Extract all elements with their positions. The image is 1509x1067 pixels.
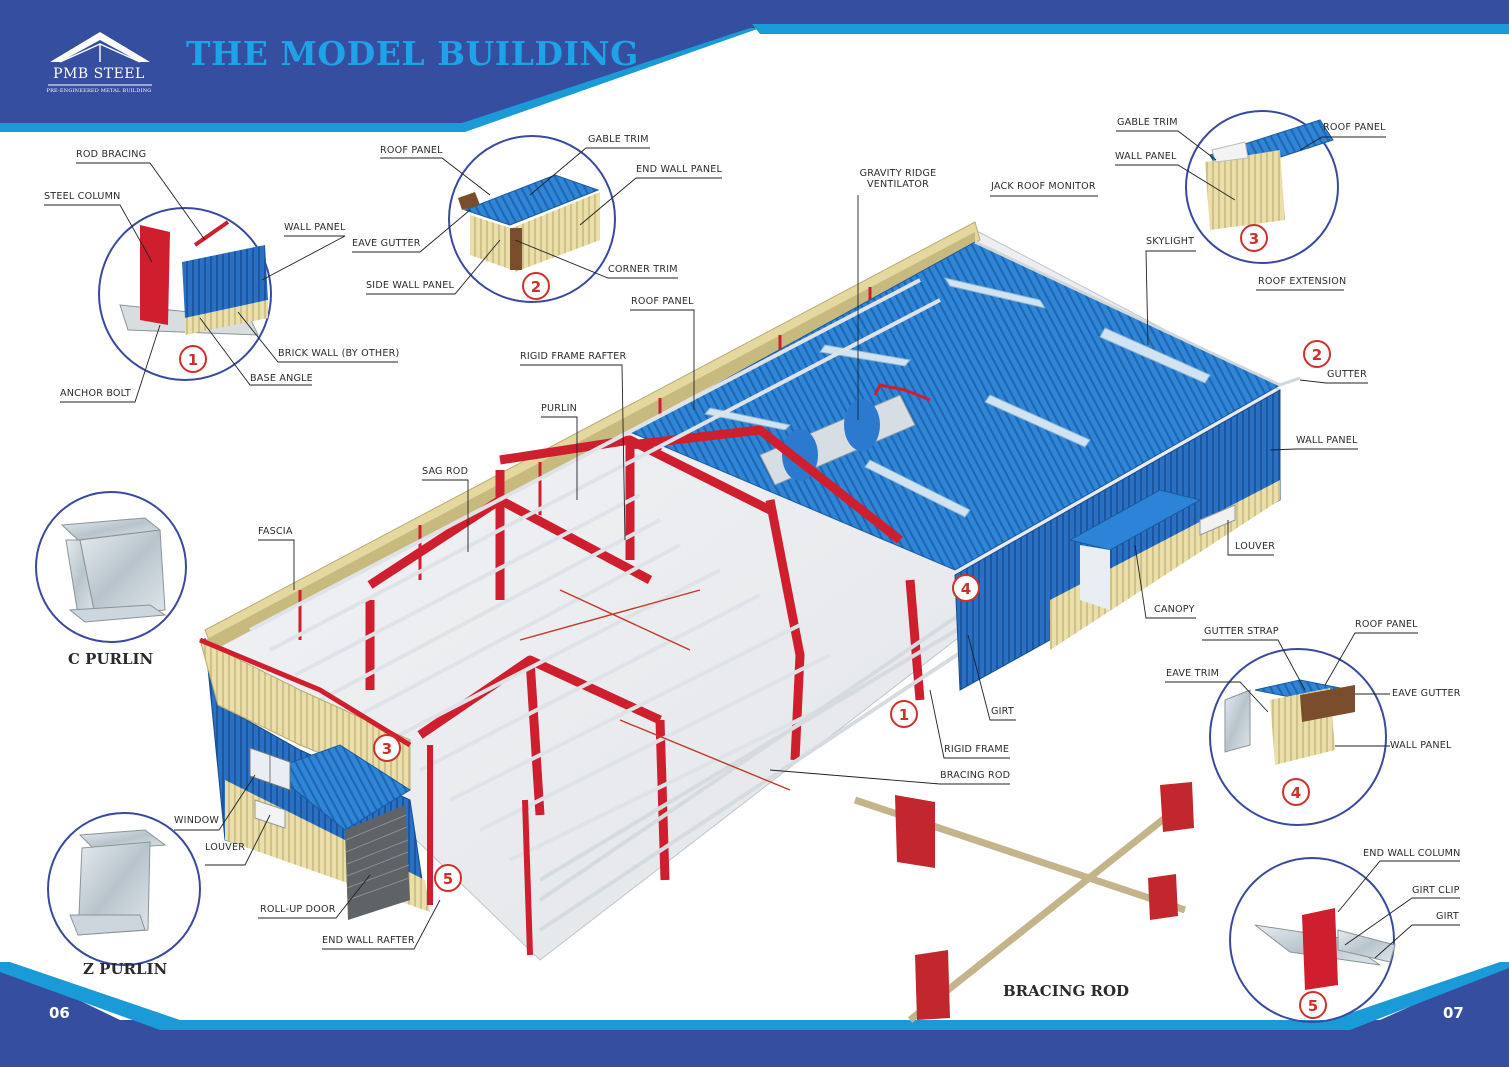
header-banner <box>0 0 1509 132</box>
label-end-wall-rafter: END WALL RAFTER <box>322 935 415 946</box>
label-brick-wall: BRICK WALL (BY OTHER) <box>278 348 400 359</box>
label-wall-panel-4: WALL PANEL <box>1390 740 1452 751</box>
marker-digits: 1 2 3 4 5 2 3 4 1 5 <box>188 230 1322 1015</box>
detail-1-icon <box>119 220 268 336</box>
roll-up-door-icon <box>345 805 410 920</box>
detail-circles <box>35 110 1395 1023</box>
label-purlin: PURLIN <box>541 403 578 414</box>
label-end-wall-column: END WALL COLUMN <box>1363 848 1461 859</box>
label-canopy: CANOPY <box>1154 604 1195 615</box>
marker-5b: 5 <box>443 870 453 888</box>
label-eave-gutter-4: EAVE GUTTER <box>1392 688 1461 699</box>
brand-name: PMB STEEL <box>53 66 145 82</box>
marker-4a: 4 <box>1291 784 1301 802</box>
label-roof-extension: ROOF EXTENSION <box>1258 276 1347 287</box>
label-roll-up-door: ROLL-UP DOOR <box>260 904 336 915</box>
marker-3a: 3 <box>1249 230 1259 248</box>
label-gutter-strap: GUTTER STRAP <box>1204 626 1279 637</box>
z-purlin-icon <box>69 829 167 936</box>
label-anchor-bolt: ANCHOR BOLT <box>60 388 131 399</box>
page-title: THE MODEL BUILDING <box>186 34 639 73</box>
bracing-rod-icon <box>853 782 1194 1023</box>
marker-3b: 3 <box>382 740 392 758</box>
label-corner-trim: CORNER TRIM <box>608 264 678 275</box>
footer-band <box>0 962 1509 1067</box>
label-side-wall-panel: SIDE WALL PANEL <box>366 280 454 291</box>
label-end-wall-panel: END WALL PANEL <box>636 164 723 175</box>
number-markers <box>179 224 1331 1019</box>
detail-3-icon <box>1205 119 1334 230</box>
label-girt-clip: GIRT CLIP <box>1412 885 1460 896</box>
label-rigid-frame: RIGID FRAME <box>944 744 1010 755</box>
leader-lines <box>44 130 1460 959</box>
label-fascia: FASCIA <box>258 526 293 537</box>
marker-1b: 1 <box>899 706 909 724</box>
label-girt: GIRT <box>991 706 1014 717</box>
label-roof-panel-2: ROOF PANEL <box>380 145 443 156</box>
louver-right-icon <box>1199 504 1236 536</box>
main-building <box>199 221 1301 961</box>
louver-left-icon <box>254 799 286 829</box>
detail-5-icon <box>1254 908 1396 990</box>
page-number-right: 07 <box>1443 1004 1464 1022</box>
detail-2-icon <box>458 174 600 272</box>
label-wall-panel-right: WALL PANEL <box>1296 435 1358 446</box>
detail-4-icon <box>1224 679 1355 765</box>
label-gable-trim-3: GABLE TRIM <box>1117 117 1178 128</box>
label-sag-rod: SAG ROD <box>422 466 469 477</box>
label-gravity-ridge-ventilator: GRAVITY RIDGE VENTILATOR <box>859 168 937 190</box>
label-window: WINDOW <box>174 815 220 826</box>
label-louver-right: LOUVER <box>1235 541 1276 552</box>
label-eave-trim: EAVE TRIM <box>1166 668 1220 679</box>
label-eave-gutter-2: EAVE GUTTER <box>352 238 421 249</box>
marker-2b: 2 <box>1312 346 1322 364</box>
caption-bracing-rod: BRACING ROD <box>1003 982 1130 1000</box>
window-icon <box>249 747 291 791</box>
label-wall-panel-1: WALL PANEL <box>284 222 346 233</box>
c-purlin-icon <box>60 517 167 623</box>
label-skylight: SKYLIGHT <box>1146 236 1195 247</box>
label-wall-panel-3: WALL PANEL <box>1115 151 1177 162</box>
label-bracing-rod: BRACING ROD <box>940 770 1011 781</box>
brand-tagline: PRE-ENGINEERED METAL BUILDING <box>46 88 152 94</box>
marker-5a: 5 <box>1308 997 1318 1015</box>
marker-2a: 2 <box>531 278 541 296</box>
label-base-angle: BASE ANGLE <box>250 373 313 384</box>
label-roof-panel-4: ROOF PANEL <box>1355 619 1418 630</box>
marker-4b: 4 <box>961 580 971 598</box>
label-louver-left: LOUVER <box>205 842 246 853</box>
label-steel-column: STEEL COLUMN <box>44 191 121 202</box>
label-rod-bracing: ROD BRACING <box>76 149 147 160</box>
label-jack-roof-monitor: JACK ROOF MONITOR <box>991 181 1096 192</box>
marker-1a: 1 <box>188 351 198 369</box>
label-roof-panel-3: ROOF PANEL <box>1323 122 1386 133</box>
caption-c-purlin: C PURLIN <box>68 650 154 668</box>
label-rigid-frame-rafter: RIGID FRAME RAFTER <box>520 351 627 362</box>
label-gutter: GUTTER <box>1327 369 1367 380</box>
label-roof-panel-main: ROOF PANEL <box>631 296 694 307</box>
label-girt-5: GIRT <box>1436 911 1459 922</box>
caption-z-purlin: Z PURLIN <box>83 960 168 978</box>
pmb-logo-icon <box>48 32 152 86</box>
page-number-left: 06 <box>49 1004 70 1022</box>
label-gable-trim-2: GABLE TRIM <box>588 134 649 145</box>
